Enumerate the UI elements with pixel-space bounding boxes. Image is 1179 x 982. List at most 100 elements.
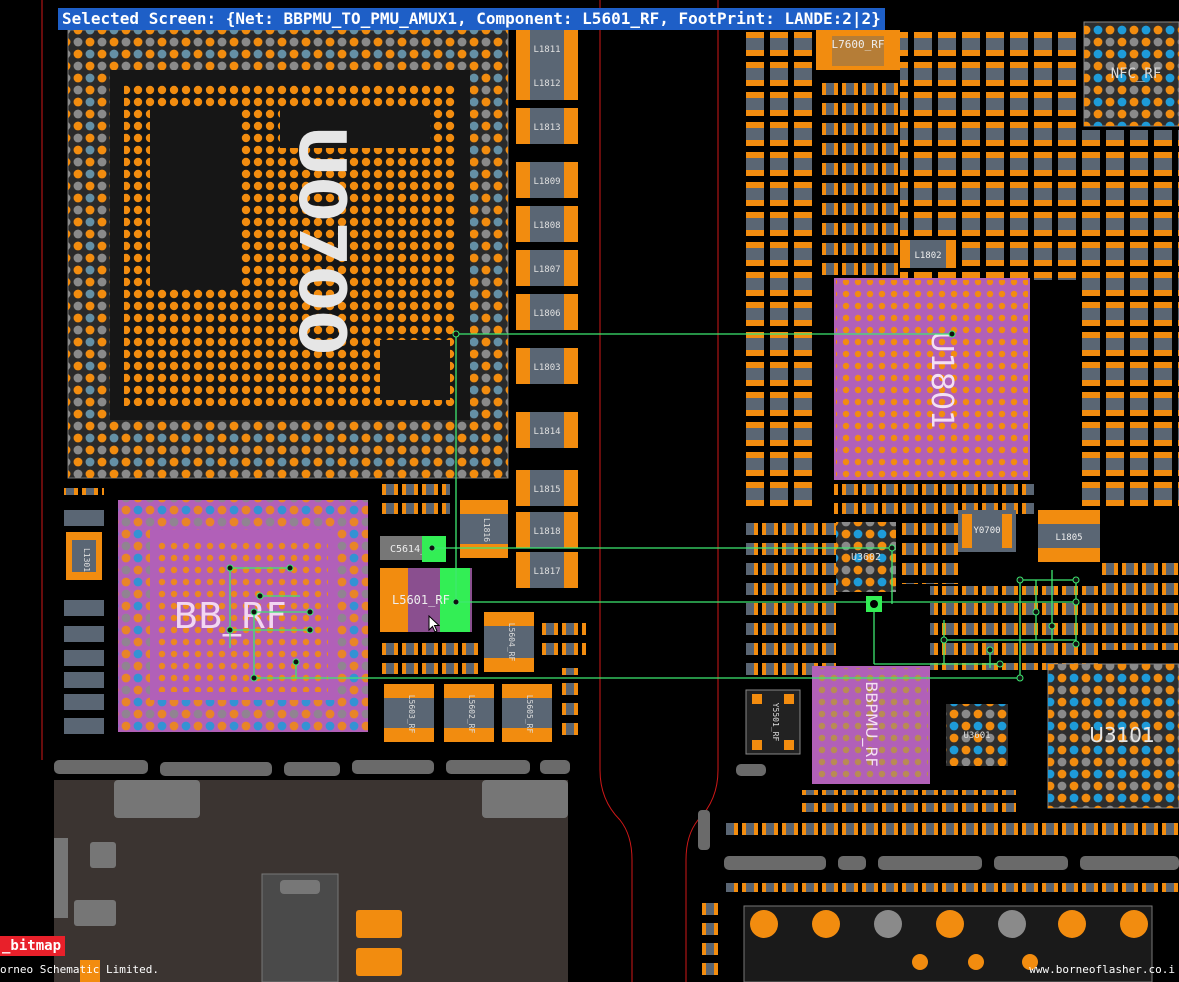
l1805-label: L1805 bbox=[1055, 533, 1082, 543]
inductor-label: L1806 bbox=[533, 309, 560, 319]
inductor-l1808[interactable]: L1808 bbox=[516, 206, 578, 242]
inductor-label: L1803 bbox=[533, 363, 560, 373]
bottom-right-area bbox=[698, 764, 1179, 982]
inductor-l1818[interactable]: L1818 bbox=[516, 512, 578, 548]
connector-pad bbox=[750, 910, 778, 938]
selected-screen-status-bar: Selected Screen: {Net: BBPMU_TO_PMU_AMUX… bbox=[58, 8, 885, 30]
inductor-l1814[interactable]: L1814 bbox=[516, 412, 578, 448]
inductor-label: L1811 bbox=[533, 45, 560, 55]
u1801-chip[interactable]: U1801 bbox=[834, 278, 1030, 480]
inductor-label: L1818 bbox=[533, 527, 560, 537]
net-node bbox=[996, 660, 1004, 668]
net-node bbox=[306, 626, 314, 634]
inductor-label: L1807 bbox=[533, 265, 560, 275]
u3601-label: U3601 bbox=[963, 731, 990, 741]
l5605-label: L5605_RF bbox=[525, 695, 534, 734]
footer-website: www.borneoflasher.co.i bbox=[1029, 963, 1175, 976]
footer-copyright: orneo Schematic Limited. bbox=[0, 963, 159, 976]
connector-pad bbox=[968, 954, 984, 970]
connector-pad bbox=[874, 910, 902, 938]
net-node bbox=[250, 608, 258, 616]
connector-pad bbox=[936, 910, 964, 938]
l5601-label: L5601_RF bbox=[392, 593, 450, 607]
connector-pad bbox=[812, 910, 840, 938]
connector-pad bbox=[1058, 910, 1086, 938]
u0700-label: U0700 bbox=[284, 125, 358, 355]
net-node bbox=[306, 608, 314, 616]
net-node bbox=[250, 674, 258, 682]
u3101-chip[interactable]: U3101 bbox=[1047, 663, 1179, 809]
net-node bbox=[428, 544, 436, 552]
net-node bbox=[292, 658, 300, 666]
bottom-left-area bbox=[54, 760, 570, 982]
l1802-label: L1802 bbox=[914, 251, 941, 261]
inductor-l1806[interactable]: L1806 bbox=[516, 294, 578, 330]
inductor-l1807[interactable]: L1807 bbox=[516, 250, 578, 286]
net-node bbox=[1048, 622, 1056, 630]
net-node bbox=[226, 626, 234, 634]
right-passive-field: L7600_RF L1802 bbox=[746, 30, 1179, 510]
inductor-l1813[interactable]: L1813 bbox=[516, 108, 578, 144]
u3101-label: U3101 bbox=[1089, 723, 1155, 747]
net-node bbox=[888, 544, 896, 552]
l5603-label: L5603_RF bbox=[407, 695, 416, 734]
connector-pad bbox=[998, 910, 1026, 938]
net-node bbox=[948, 330, 956, 338]
net-node bbox=[256, 592, 264, 600]
net-node bbox=[226, 564, 234, 572]
l5604-label: L5604_RF bbox=[507, 623, 516, 662]
inductor-label: L1808 bbox=[533, 221, 560, 231]
net-node bbox=[1072, 640, 1080, 648]
net-trace-nodes bbox=[226, 330, 1080, 682]
right-middle-field: U3602 Y0700 L1805 bbox=[746, 484, 1179, 676]
net-node bbox=[1072, 598, 1080, 606]
mouse-pointer-icon bbox=[428, 615, 440, 633]
inductor-label: L1815 bbox=[533, 485, 560, 495]
c5614-label: C5614_RF bbox=[390, 544, 438, 555]
y0700-label: Y0700 bbox=[973, 526, 1000, 536]
inductor-label: L1812 bbox=[533, 79, 560, 89]
layer-bitmap-tag[interactable]: _bitmap bbox=[0, 936, 66, 956]
inductor-label: L1813 bbox=[533, 123, 560, 133]
u3602-label: U3602 bbox=[851, 552, 881, 563]
connector-pad bbox=[1120, 910, 1148, 938]
net-node bbox=[1072, 576, 1080, 584]
u0700-chip[interactable]: U0700 bbox=[67, 29, 509, 479]
bb-rf-chip[interactable]: BB_RF bbox=[118, 500, 368, 732]
net-node bbox=[1016, 576, 1024, 584]
net-node bbox=[452, 598, 460, 606]
inductor-l1815[interactable]: L1815 bbox=[516, 470, 578, 506]
net-trace-bbpmu-to-pmu-amux1 bbox=[229, 333, 1077, 679]
connector-pad bbox=[912, 954, 928, 970]
inductor-column: L1811L1812L1813L1809L1808L1807L1806L1803… bbox=[516, 30, 578, 588]
inductor-l1812[interactable]: L1812 bbox=[516, 64, 578, 100]
l5601-region[interactable]: C5614_RF L5601_RF L1816 L5604_RF L5603_R… bbox=[380, 484, 586, 742]
inductor-label: L1809 bbox=[533, 177, 560, 187]
y5501-rf-crystal[interactable]: Y5501_RF bbox=[745, 689, 801, 755]
net-node bbox=[1032, 608, 1040, 616]
net-node bbox=[286, 564, 294, 572]
bbpmu-rf-chip[interactable]: BBPMU_RF bbox=[812, 666, 930, 784]
l5602-label: L5602_RF bbox=[467, 695, 476, 734]
net-node bbox=[986, 646, 994, 654]
bbpmu-selected-pad bbox=[866, 596, 882, 612]
inductor-l1809[interactable]: L1809 bbox=[516, 162, 578, 198]
inductor-l1803[interactable]: L1803 bbox=[516, 348, 578, 384]
inductor-label: L1817 bbox=[533, 567, 560, 577]
inductor-l1817[interactable]: L1817 bbox=[516, 552, 578, 588]
net-node bbox=[940, 636, 948, 644]
l1816-label: L1816 bbox=[482, 518, 491, 542]
net-node bbox=[1016, 674, 1024, 682]
nfc-rf-chip[interactable]: NFC_RF bbox=[1083, 21, 1179, 127]
inductor-label: L1814 bbox=[533, 427, 560, 437]
y5501-label: Y5501_RF bbox=[771, 703, 780, 742]
bbpmu-rf-label: BBPMU_RF bbox=[861, 681, 881, 766]
u3601-chip[interactable]: U3601 bbox=[946, 704, 1008, 766]
left-passives: L1301 bbox=[64, 488, 104, 734]
l7600-label: L7600_RF bbox=[832, 38, 885, 51]
nfc-rf-label: NFC_RF bbox=[1111, 66, 1162, 82]
l1301-label: L1301 bbox=[82, 548, 91, 572]
inductor-l1811[interactable]: L1811 bbox=[516, 30, 578, 66]
u1801-label: U1801 bbox=[924, 331, 959, 429]
